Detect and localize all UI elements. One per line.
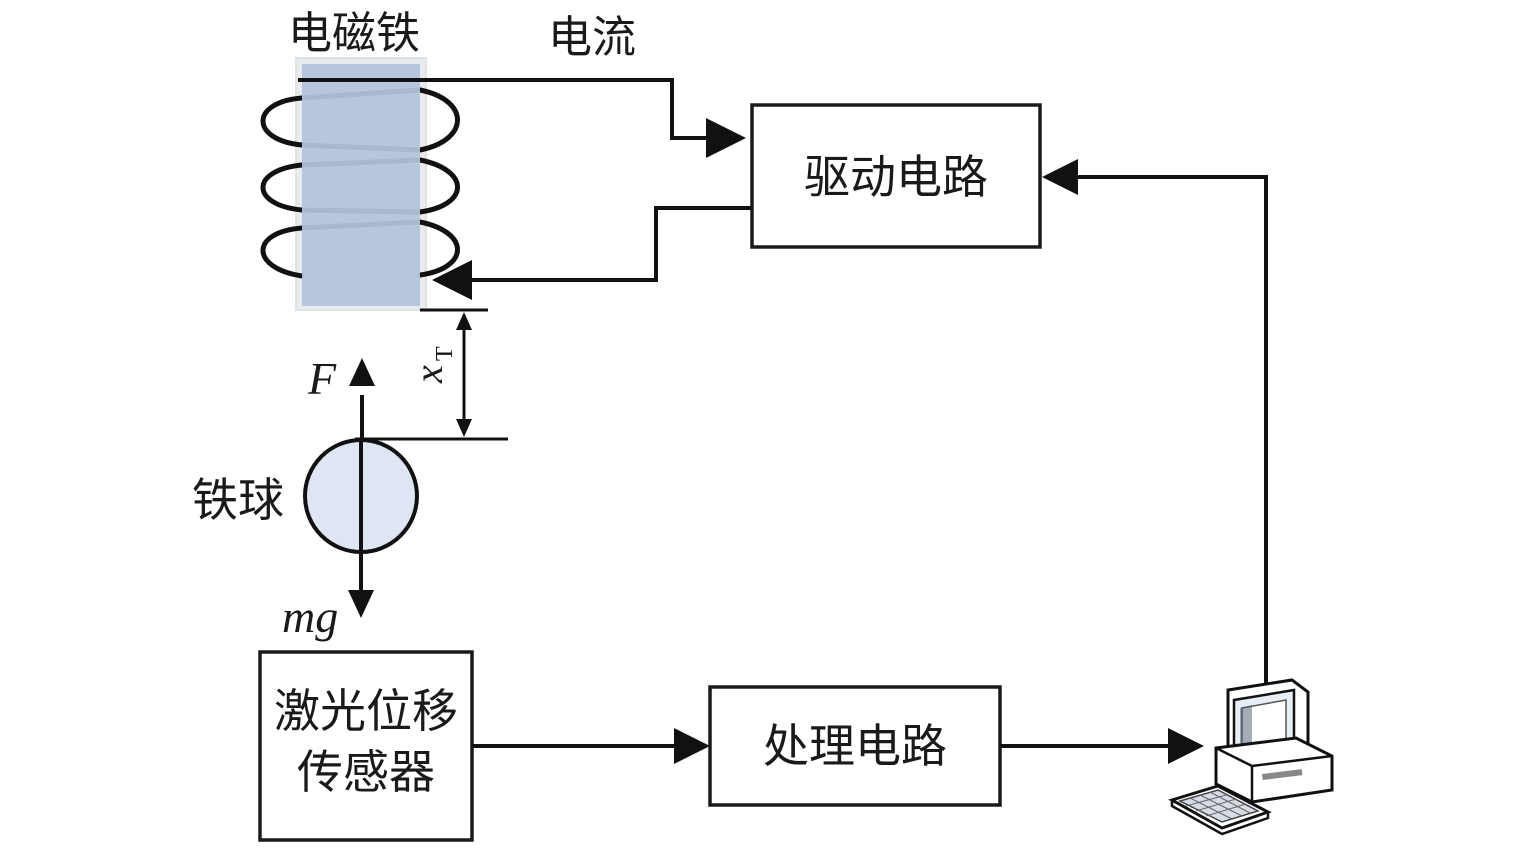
force-label: F (307, 353, 337, 404)
drive-circuit-label: 驱动电路 (804, 150, 988, 204)
processing-circuit-label: 处理电路 (763, 719, 947, 773)
gap-subscript: T (432, 346, 458, 361)
processing-circuit-box: 处理电路 (708, 685, 1002, 807)
gravity-label: mg (282, 591, 338, 642)
gravity-arrow (348, 552, 374, 618)
computer-icon (1168, 678, 1334, 836)
gap-symbol: x (406, 365, 451, 384)
current-wire-in (298, 78, 746, 158)
force-arrow (349, 358, 375, 440)
current-wire-return (432, 206, 752, 300)
iron-ball (303, 438, 419, 554)
laser-sensor-label-line1: 激光位移 (274, 684, 458, 738)
gap-indicator: x T (355, 308, 508, 441)
electromagnet-label: 电磁铁 (288, 8, 420, 59)
laser-sensor-label-line2: 传感器 (297, 745, 435, 799)
electromagnet (260, 57, 460, 311)
drive-circuit-box: 驱动电路 (750, 103, 1042, 249)
sensor-to-processing-wire (472, 728, 710, 764)
processing-to-computer-wire (1000, 728, 1204, 764)
electromagnet-core-front (302, 64, 420, 306)
current-label: 电流 (548, 12, 636, 63)
computer-to-drive-wire (1042, 159, 1268, 690)
laser-sensor-box: 激光位移 传感器 (258, 650, 474, 842)
iron-ball-label: 铁球 (192, 473, 284, 527)
